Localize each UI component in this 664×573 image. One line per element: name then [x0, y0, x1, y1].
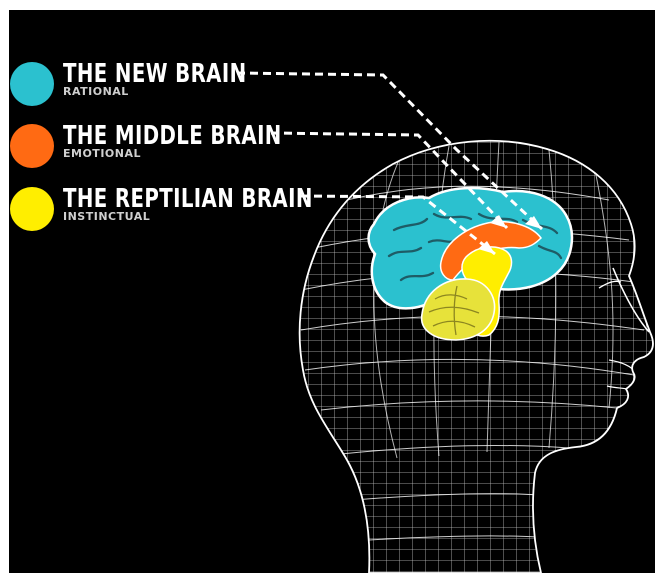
- legend-item-new-brain: THE NEW BRAIN RATIONAL: [9, 60, 309, 110]
- legend-title-middle-brain: THE MIDDLE BRAIN: [63, 122, 282, 150]
- legend-item-reptilian-brain: THE REPTILIAN BRAIN INSTINCTUAL: [9, 185, 309, 235]
- new-brain-color-dot: [10, 62, 54, 106]
- legend-title-reptilian-brain: THE REPTILIAN BRAIN: [63, 185, 313, 213]
- diagram-canvas: THE NEW BRAIN RATIONAL THE MIDDLE BRAIN …: [9, 10, 655, 573]
- legend-subtitle-new-brain: RATIONAL: [63, 86, 129, 98]
- legend-title-new-brain: THE NEW BRAIN: [63, 60, 247, 88]
- reptilian-brain-color-dot: [10, 187, 54, 231]
- middle-brain-color-dot: [10, 124, 54, 168]
- legend-subtitle-middle-brain: EMOTIONAL: [63, 148, 141, 160]
- legend-item-middle-brain: THE MIDDLE BRAIN EMOTIONAL: [9, 122, 309, 172]
- legend-subtitle-reptilian-brain: INSTINCTUAL: [63, 211, 150, 223]
